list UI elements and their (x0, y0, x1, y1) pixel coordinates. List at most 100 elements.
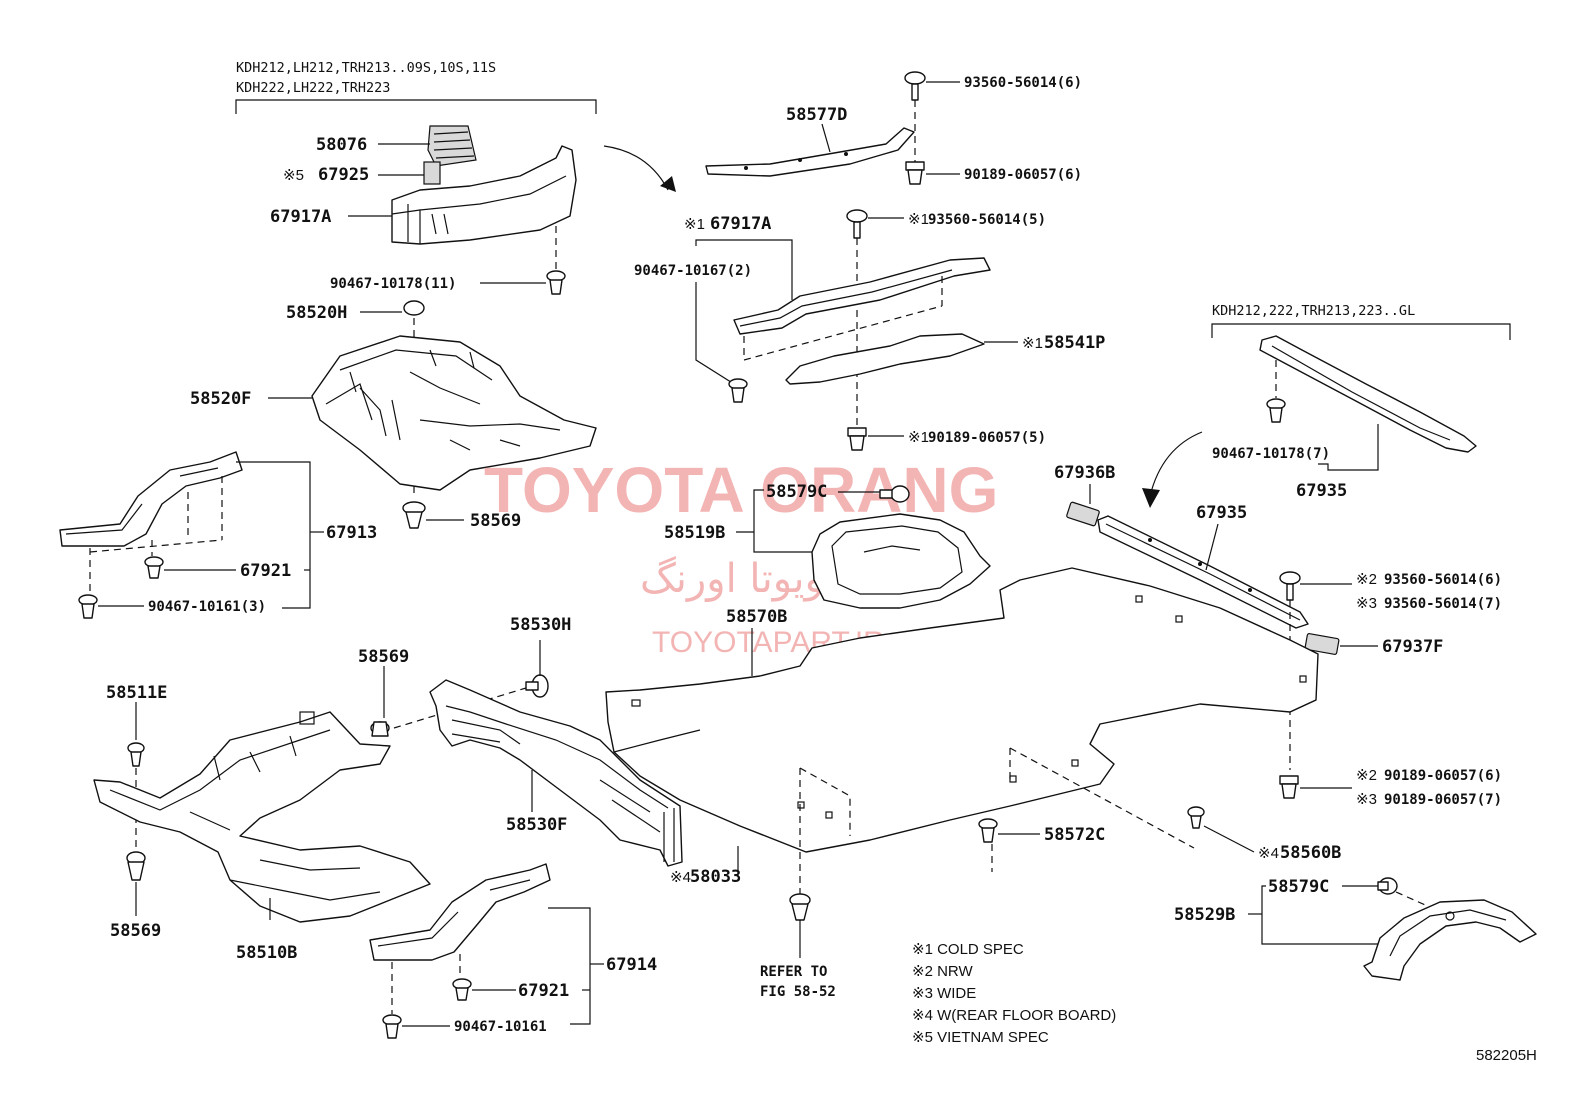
label-58529B: 58529B (1174, 905, 1235, 925)
part-67917A-b-bar[interactable] (733, 257, 991, 335)
label-90189-06057-6-top: 90189-06057(6) (964, 167, 1082, 183)
part-90189-nut-right[interactable] (1279, 775, 1299, 799)
label-67921-a: 67921 (240, 561, 291, 581)
part-90189-nut-top[interactable] (905, 161, 925, 185)
part-90467-10167-clip[interactable] (728, 378, 748, 403)
legend-item-2: ※2 NRW (912, 963, 973, 980)
marker-58033: ※4 (670, 869, 691, 886)
part-58569-clip-a[interactable] (402, 501, 426, 529)
watermark-persian: تویوتا اورنگ (640, 556, 836, 602)
dash-58569-b (393, 687, 527, 729)
label-58577D: 58577D (786, 105, 847, 125)
label-58520H: 58520H (286, 303, 347, 323)
label-90467-10178-7: 90467-10178(7) (1212, 446, 1330, 462)
label-58570B: 58570B (726, 607, 787, 627)
label-93560-56014-6: 93560-56014(6) (1384, 572, 1502, 588)
part-refer-clip[interactable] (789, 893, 811, 921)
part-90467-10161-clip-b[interactable] (382, 1014, 402, 1039)
label-58519B: 58519B (664, 523, 725, 543)
part-67921-clip-a[interactable] (144, 556, 164, 579)
part-58511E-clip[interactable] (127, 742, 145, 767)
part-90467-10178-clip-7[interactable] (1266, 398, 1286, 423)
part-90467-10178-clip[interactable] (546, 270, 566, 295)
part-67925-clip[interactable] (423, 161, 441, 185)
part-58569-clip-c[interactable] (126, 851, 146, 881)
part-58510B-floor-silencer[interactable] (93, 711, 431, 923)
part-58570B-floor-board[interactable] (605, 567, 1319, 853)
diagram-code: 582205H (1476, 1047, 1537, 1064)
label-67935-a: 67935 (1296, 481, 1347, 501)
marker-93560-7: ※3 (1356, 595, 1377, 612)
label-58541P: 58541P (1044, 333, 1105, 353)
leader-58577D (821, 123, 831, 153)
part-58520F-floor-silencer[interactable] (311, 335, 597, 491)
label-58579C-b: 58579C (1268, 877, 1329, 897)
part-67937F-pad[interactable] (1304, 633, 1340, 655)
label-58569-b: 58569 (358, 647, 409, 667)
marker-90189-5: ※1 (908, 429, 929, 446)
label-67925: 67925 (318, 165, 369, 185)
group-bracket-top-left (235, 99, 597, 114)
part-58530H-bolt[interactable] (525, 674, 549, 698)
part-58560B-clip[interactable] (1187, 806, 1205, 829)
label-67917A: 67917A (270, 207, 331, 227)
bracket-67917A-b (695, 239, 793, 300)
group-header-right: KDH212,222,TRH213,223..GL (1212, 303, 1415, 319)
part-93560-bolt-top[interactable] (904, 71, 926, 101)
label-90467-10161: 90467-10161 (454, 1019, 547, 1035)
arrow-curve-top (603, 145, 669, 191)
label-90189-06057-7: 90189-06057(7) (1384, 792, 1502, 808)
legend: ※1 COLD SPEC ※2 NRW ※3 WIDE ※4 W(REAR FL… (912, 941, 1116, 1046)
part-67936B-pad[interactable] (1066, 501, 1100, 527)
part-90189-nut-5[interactable] (847, 427, 867, 451)
part-67913-scuff-plate[interactable] (59, 451, 243, 547)
label-58510B: 58510B (236, 943, 297, 963)
marker-67925: ※5 (283, 167, 304, 184)
refer-line2: FIG 58-52 (760, 984, 836, 1000)
label-90467-10167-2: 90467-10167(2) (634, 263, 752, 279)
bracket-58519B (753, 489, 812, 553)
part-67935-rail-a[interactable] (1259, 335, 1477, 453)
arrow-curve-right (1149, 431, 1203, 497)
dash-67913-e (89, 539, 223, 553)
group-bracket-right (1211, 323, 1511, 340)
label-93560-56014-6-top: 93560-56014(6) (964, 75, 1082, 91)
label-67921-b: 67921 (518, 981, 569, 1001)
legend-item-3: ※3 WIDE (912, 985, 976, 1002)
part-58572C-clip[interactable] (978, 818, 998, 843)
refer-line1: REFER TO (760, 964, 827, 980)
leader-67935-b (1205, 523, 1219, 571)
part-58577D-strip[interactable] (705, 127, 915, 177)
part-93560-bolt-5[interactable] (846, 209, 868, 239)
part-67917A-duct[interactable] (391, 145, 577, 245)
part-67921-clip-b[interactable] (452, 978, 472, 1001)
part-90467-10161-clip-a[interactable] (78, 594, 98, 619)
part-67914-scuff-plate[interactable] (369, 863, 551, 961)
part-58076-grille[interactable] (427, 125, 477, 167)
label-93560-56014-5: 93560-56014(5) (928, 212, 1046, 228)
label-58530H: 58530H (510, 615, 571, 635)
part-67935-rail-b[interactable] (1097, 515, 1309, 629)
marker-58560B: ※4 (1258, 845, 1279, 862)
bracket-58529B (1261, 885, 1392, 945)
bracket-67935-a (1318, 424, 1379, 471)
marker-93560-5: ※1 (908, 211, 929, 228)
part-58520H-plug[interactable] (403, 300, 425, 316)
group-header-line2: KDH222,LH222,TRH223 (236, 80, 390, 96)
part-58541P-pad[interactable] (785, 333, 985, 385)
label-67937F: 67937F (1382, 637, 1443, 657)
label-67913: 67913 (326, 523, 377, 543)
arrow-head-right (1142, 488, 1160, 508)
label-58520F: 58520F (190, 389, 251, 409)
label-58579C-a: 58579C (766, 482, 827, 502)
part-58519B-cover[interactable] (811, 513, 991, 609)
part-93560-bolt-right[interactable] (1279, 571, 1301, 601)
label-67935-b: 67935 (1196, 503, 1247, 523)
part-58529B-cover[interactable] (1363, 899, 1537, 981)
part-58530F-duct[interactable] (429, 679, 683, 867)
part-58569-clip-b[interactable] (370, 721, 390, 737)
part-58579C-plug-a[interactable] (879, 485, 910, 503)
dash-floor-c (1009, 747, 1195, 849)
part-58579C-plug-b[interactable] (1377, 877, 1398, 895)
